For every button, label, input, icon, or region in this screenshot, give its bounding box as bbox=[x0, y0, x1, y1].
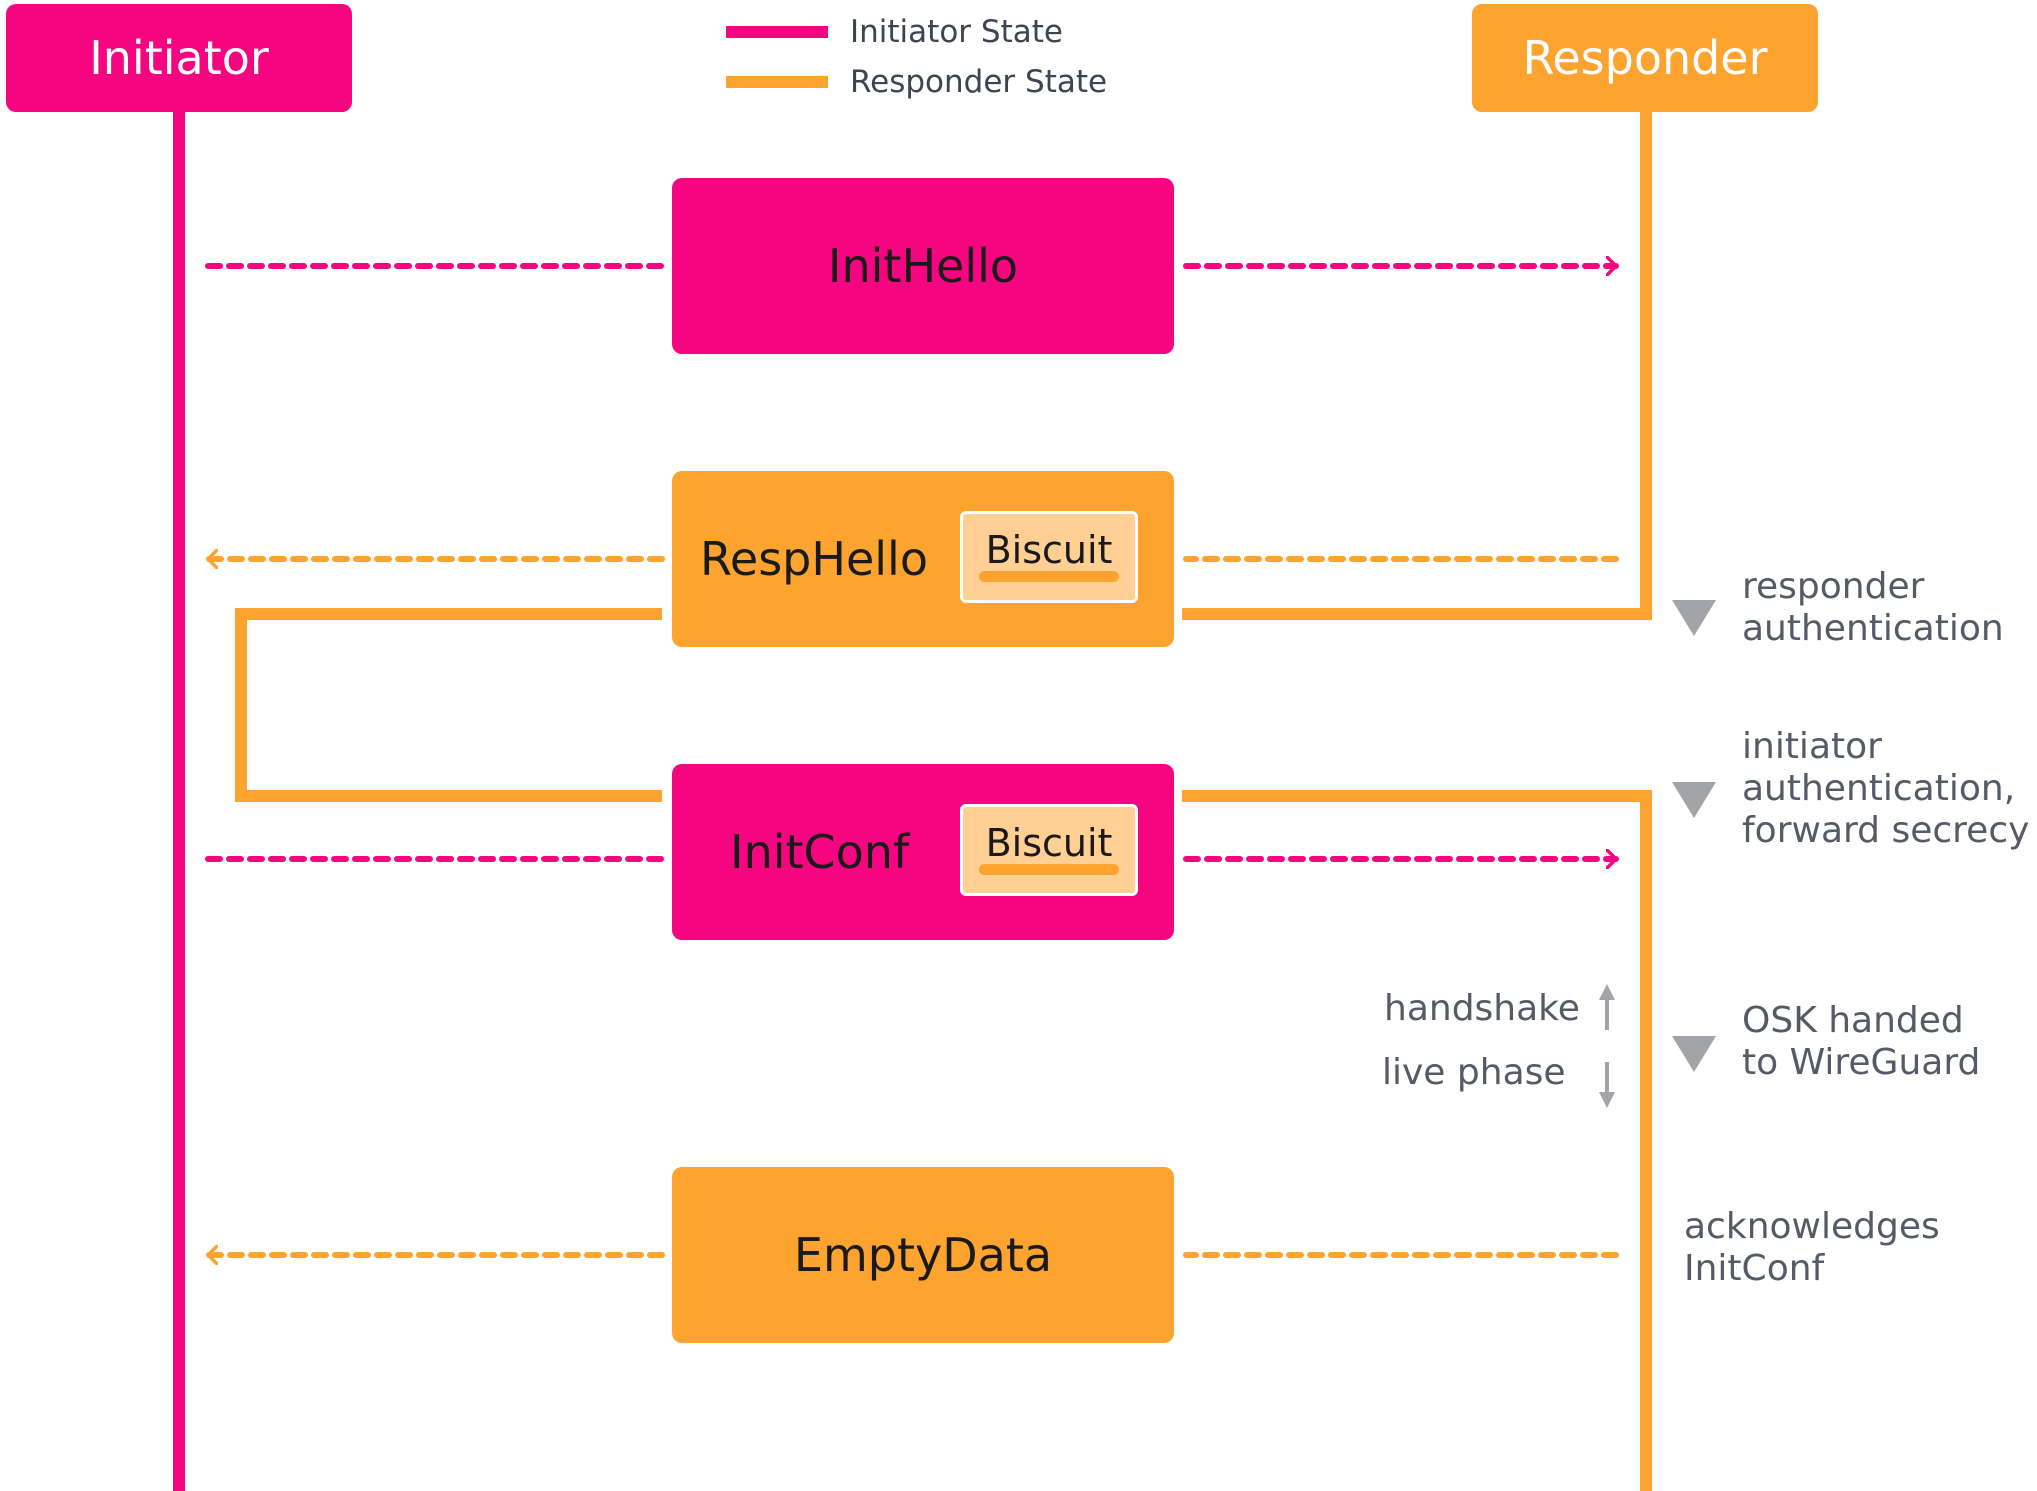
responder-state-line-2 bbox=[1182, 790, 1652, 1491]
biscuit-bar bbox=[979, 864, 1119, 875]
live-phase-down-arrow-icon bbox=[1599, 1062, 1615, 1108]
legend-responder-state: Responder State bbox=[726, 64, 1107, 100]
message-label: EmptyData bbox=[793, 1228, 1053, 1282]
note-line: OSK handed bbox=[1742, 1000, 1964, 1041]
handshake-label: handshake bbox=[1384, 988, 1580, 1029]
note-acknowledges: acknowledges InitConf bbox=[1684, 1206, 1940, 1290]
initiator-state-line-orange bbox=[235, 608, 662, 802]
initiator-header: Initiator bbox=[6, 4, 352, 112]
message-label: InitConf bbox=[730, 825, 910, 879]
biscuit-label: Biscuit bbox=[985, 528, 1113, 572]
note-line: initiator bbox=[1742, 726, 1882, 767]
responder-state-line-1 bbox=[1182, 112, 1652, 620]
osk-marker-icon bbox=[1672, 1036, 1716, 1072]
note-initiator-authentication: initiator authentication, forward secrec… bbox=[1742, 726, 2029, 852]
note-line: to WireGuard bbox=[1742, 1042, 1981, 1083]
legend-label: Initiator State bbox=[850, 14, 1063, 50]
biscuit-badge: Biscuit bbox=[960, 511, 1138, 603]
live-phase-label: live phase bbox=[1382, 1052, 1566, 1093]
legend-initiator-state: Initiator State bbox=[726, 14, 1063, 50]
legend-label: Responder State bbox=[850, 64, 1108, 100]
legend-swatch-orange bbox=[726, 76, 828, 88]
emptydata-message: EmptyData bbox=[672, 1167, 1174, 1343]
initconf-message: InitConf Biscuit bbox=[672, 764, 1174, 940]
responder-header: Responder bbox=[1472, 4, 1818, 112]
resphello-message: RespHello Biscuit bbox=[672, 471, 1174, 647]
legend-swatch-pink bbox=[726, 26, 828, 38]
note-line: InitConf bbox=[1684, 1248, 1825, 1289]
note-line: forward secrecy bbox=[1742, 810, 2030, 851]
note-responder-authentication: responder authentication bbox=[1742, 566, 2004, 650]
biscuit-badge: Biscuit bbox=[960, 804, 1138, 896]
note-line: authentication bbox=[1742, 608, 2004, 649]
note-osk-handed: OSK handed to WireGuard bbox=[1742, 1000, 1980, 1084]
initiator-auth-marker-icon bbox=[1672, 782, 1716, 818]
inithello-message: InitHello bbox=[672, 178, 1174, 354]
message-label: InitHello bbox=[827, 239, 1019, 293]
message-label: RespHello bbox=[700, 532, 928, 586]
note-line: acknowledges bbox=[1684, 1206, 1940, 1247]
biscuit-label: Biscuit bbox=[985, 821, 1113, 865]
handshake-up-arrow-icon bbox=[1599, 984, 1615, 1030]
biscuit-bar bbox=[979, 571, 1119, 582]
note-line: authentication, bbox=[1742, 768, 2016, 809]
responder-auth-marker-icon bbox=[1672, 600, 1716, 636]
note-line: responder bbox=[1742, 566, 1925, 607]
